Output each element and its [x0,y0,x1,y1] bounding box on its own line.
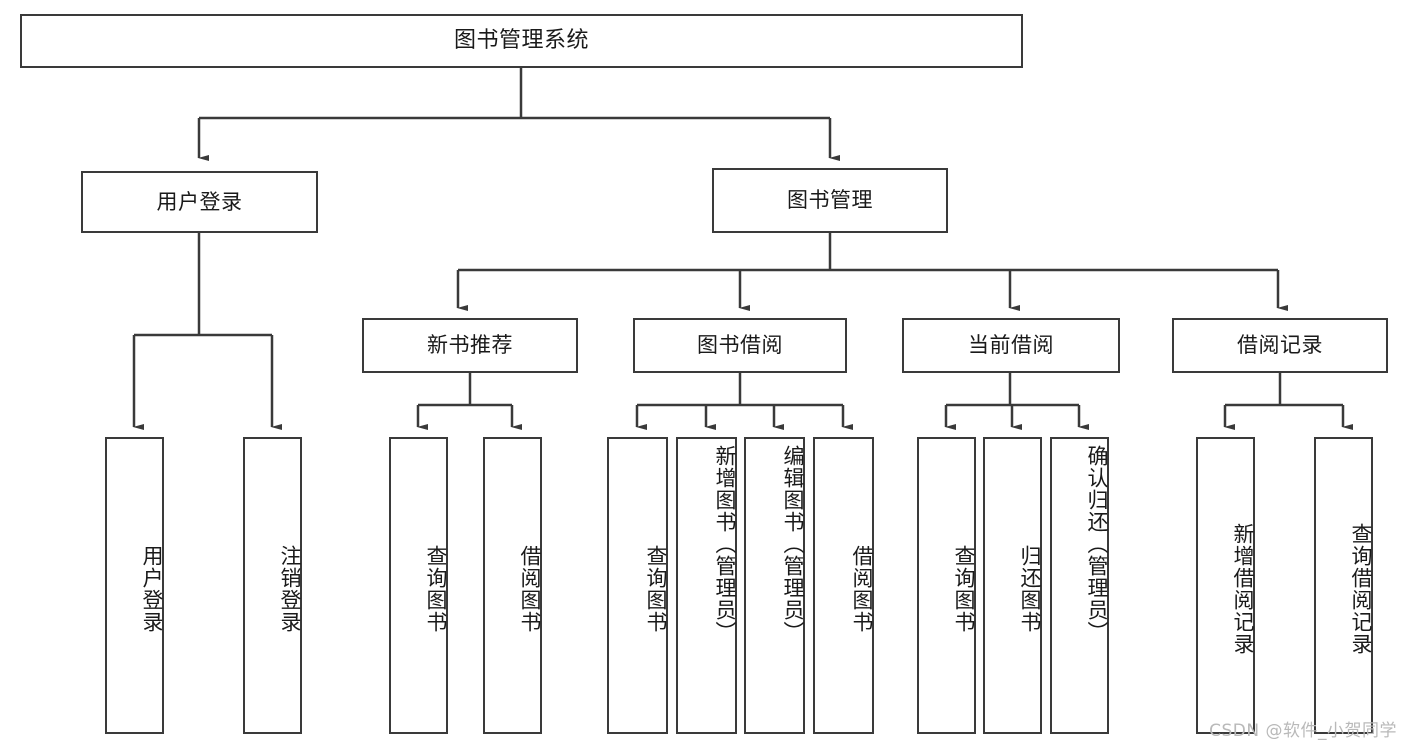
leaf-label: 用户登录 [140,544,164,633]
leaf-current-borrow-confirm-return[interactable]: 确认归还（管理员） [1050,437,1109,734]
leaf-book-borrow-query[interactable]: 查询图书 [607,437,668,734]
node-book-management[interactable]: 图书管理 [712,168,948,233]
node-current-borrow[interactable]: 当前借阅 [902,318,1120,373]
leaf-label: 编辑图书（管理员） [781,445,805,643]
node-user-login[interactable]: 用户登录 [81,171,318,233]
leaf-borrow-record-query[interactable]: 查询借阅记录 [1314,437,1373,734]
leaf-label: 注销登录 [278,544,302,633]
leaf-book-borrow-add[interactable]: 新增图书（管理员） [676,437,737,734]
leaf-new-book-query[interactable]: 查询图书 [389,437,448,734]
leaf-new-book-borrow[interactable]: 借阅图书 [483,437,542,734]
node-book-borrow[interactable]: 图书借阅 [633,318,847,373]
leaf-label: 借阅图书 [850,544,874,633]
leaf-label: 查询图书 [644,544,668,633]
leaf-user-login-login[interactable]: 用户登录 [105,437,164,734]
node-new-book-recommend[interactable]: 新书推荐 [362,318,578,373]
node-root-system[interactable]: 图书管理系统 [20,14,1023,68]
leaf-label: 查询图书 [952,544,976,633]
leaf-label: 归还图书 [1018,544,1042,633]
leaf-label: 新增图书（管理员） [713,445,737,643]
leaf-label: 查询图书 [424,544,448,633]
leaf-book-borrow-borrow[interactable]: 借阅图书 [813,437,874,734]
leaf-label: 借阅图书 [518,544,542,633]
leaf-label: 确认归还（管理员） [1085,445,1109,643]
leaf-label: 新增借阅记录 [1231,522,1255,655]
watermark: CSDN @软件_小贺同学 [1209,721,1397,741]
leaf-current-borrow-return[interactable]: 归还图书 [983,437,1042,734]
leaf-label: 查询借阅记录 [1349,522,1373,655]
leaf-user-login-logout[interactable]: 注销登录 [243,437,302,734]
leaf-borrow-record-add[interactable]: 新增借阅记录 [1196,437,1255,734]
leaf-book-borrow-edit[interactable]: 编辑图书（管理员） [744,437,805,734]
node-borrow-record[interactable]: 借阅记录 [1172,318,1388,373]
leaf-current-borrow-query[interactable]: 查询图书 [917,437,976,734]
